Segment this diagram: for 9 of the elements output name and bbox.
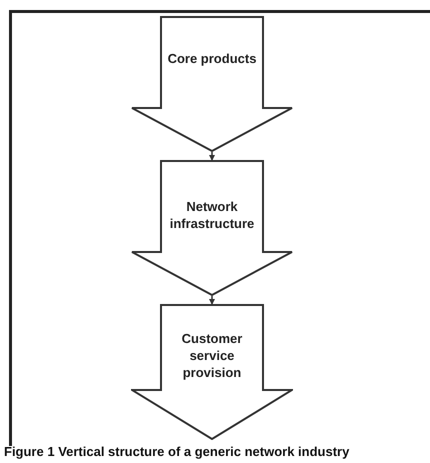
- arrow: [209, 296, 215, 305]
- arrow: [209, 152, 215, 161]
- node-text: Core products: [167, 50, 257, 67]
- node-text: Network infrastructure: [168, 198, 256, 232]
- process-step: [131, 160, 293, 296]
- node-text: Customer service provision: [180, 330, 244, 381]
- process-step: [131, 16, 293, 152]
- process-step: [131, 304, 293, 440]
- figure-caption: Figure 1 Vertical structure of a generic network industry: [4, 443, 350, 461]
